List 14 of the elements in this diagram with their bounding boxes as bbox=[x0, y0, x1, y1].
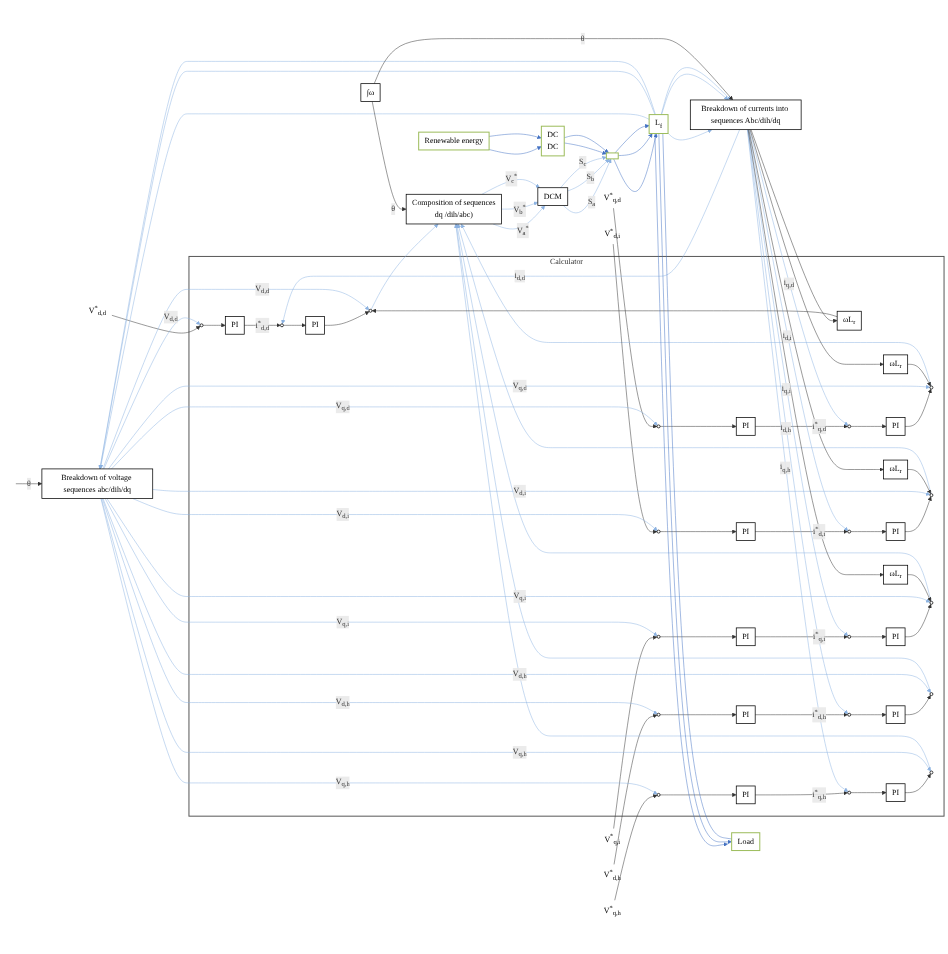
node-circle bbox=[929, 600, 934, 605]
node-circle bbox=[929, 692, 934, 696]
node-circle bbox=[929, 770, 934, 775]
node-circle bbox=[847, 634, 852, 639]
node-box bbox=[605, 152, 619, 160]
node-circle bbox=[847, 424, 852, 429]
node-circle bbox=[929, 385, 934, 390]
node-circle bbox=[368, 308, 373, 313]
node-circle bbox=[199, 323, 204, 328]
node-circle bbox=[847, 790, 852, 795]
node-circle bbox=[847, 529, 852, 534]
node-circle bbox=[929, 493, 934, 498]
node-circle bbox=[847, 712, 852, 717]
node-circle bbox=[280, 323, 284, 328]
